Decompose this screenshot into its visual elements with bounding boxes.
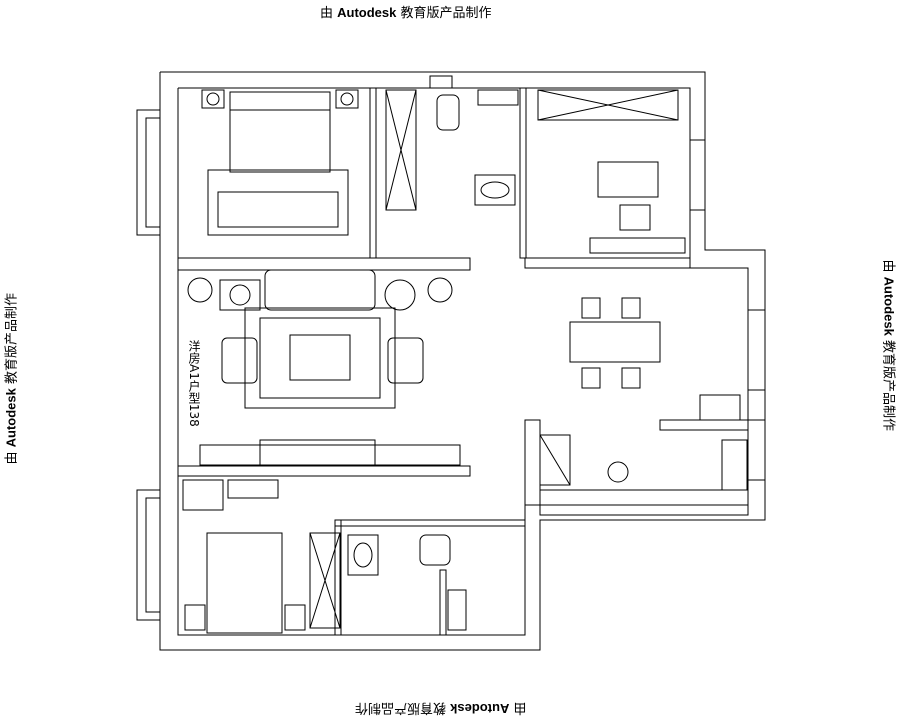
bedroom-2-furniture	[183, 480, 340, 633]
bathroom-1-fixtures	[437, 90, 518, 205]
bathroom-2-fixtures	[348, 535, 466, 630]
living-room-furniture	[188, 270, 460, 465]
watermark-top: 由 Autodesk 教育版产品制作	[320, 5, 492, 21]
floor-plan-label: 洋房A1户型138	[187, 340, 201, 427]
bedroom-1-furniture	[202, 90, 416, 235]
dining-furniture	[570, 298, 740, 420]
kitchen-fixtures	[540, 435, 748, 515]
study-furniture	[538, 90, 685, 253]
outer-walls	[137, 72, 765, 650]
